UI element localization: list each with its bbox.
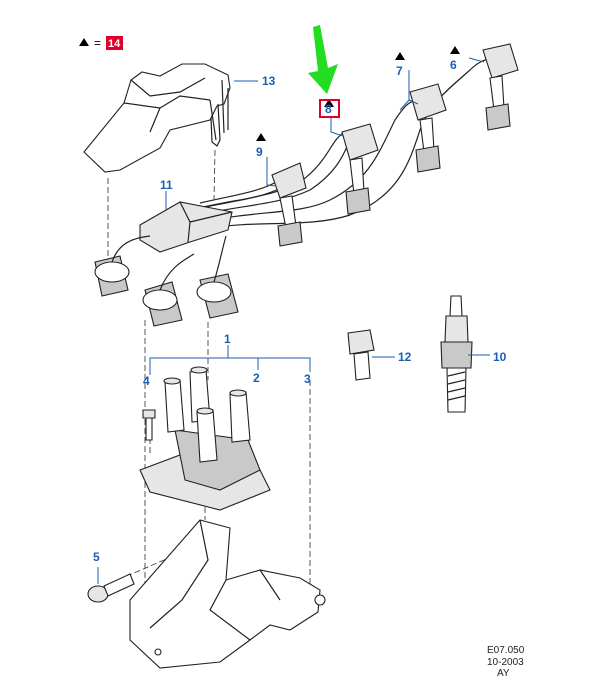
callout-10: 10 <box>493 350 507 364</box>
callout-5: 5 <box>93 550 100 564</box>
callout-13: 13 <box>262 74 276 88</box>
figure-date: 10-2003 <box>487 657 524 668</box>
warning-triangle-icon <box>450 46 460 54</box>
mounting-bracket-part <box>129 519 326 669</box>
callout-8: 8 <box>325 102 332 116</box>
ht-lead-set-part <box>94 43 519 327</box>
ignition-cover-part <box>83 63 231 173</box>
callout-6: 6 <box>450 58 457 72</box>
warning-triangle-icon <box>79 38 89 46</box>
callout-4: 4 <box>143 374 150 388</box>
callout-11: 11 <box>160 178 173 192</box>
spark-plug-part <box>440 295 473 413</box>
legend-equals: = <box>94 36 101 50</box>
warning-triangle-icon <box>395 52 405 60</box>
figure-code: E07.050 <box>487 645 525 656</box>
ignition-coil-part <box>139 366 271 511</box>
callout-8-highlight <box>319 99 340 118</box>
callout-1: 1 <box>224 332 231 346</box>
callout-9: 9 <box>256 145 263 159</box>
retaining-clip-part <box>347 329 375 381</box>
warning-triangle-icon <box>256 133 266 141</box>
pointer-arrow-icon <box>308 25 338 94</box>
callout-12: 12 <box>398 350 412 364</box>
bolt-part <box>142 409 156 441</box>
leader-lines <box>97 57 490 584</box>
callout-2: 2 <box>253 371 260 385</box>
figure-tag: AY <box>497 668 510 678</box>
legend: = 14 <box>79 36 123 50</box>
callout-7: 7 <box>396 64 403 78</box>
callout-3: 3 <box>304 372 311 386</box>
screw-part <box>87 573 135 603</box>
warning-triangle-icon <box>324 99 334 107</box>
legend-ref-box <box>106 36 123 50</box>
legend-ref: 14 <box>108 38 121 50</box>
